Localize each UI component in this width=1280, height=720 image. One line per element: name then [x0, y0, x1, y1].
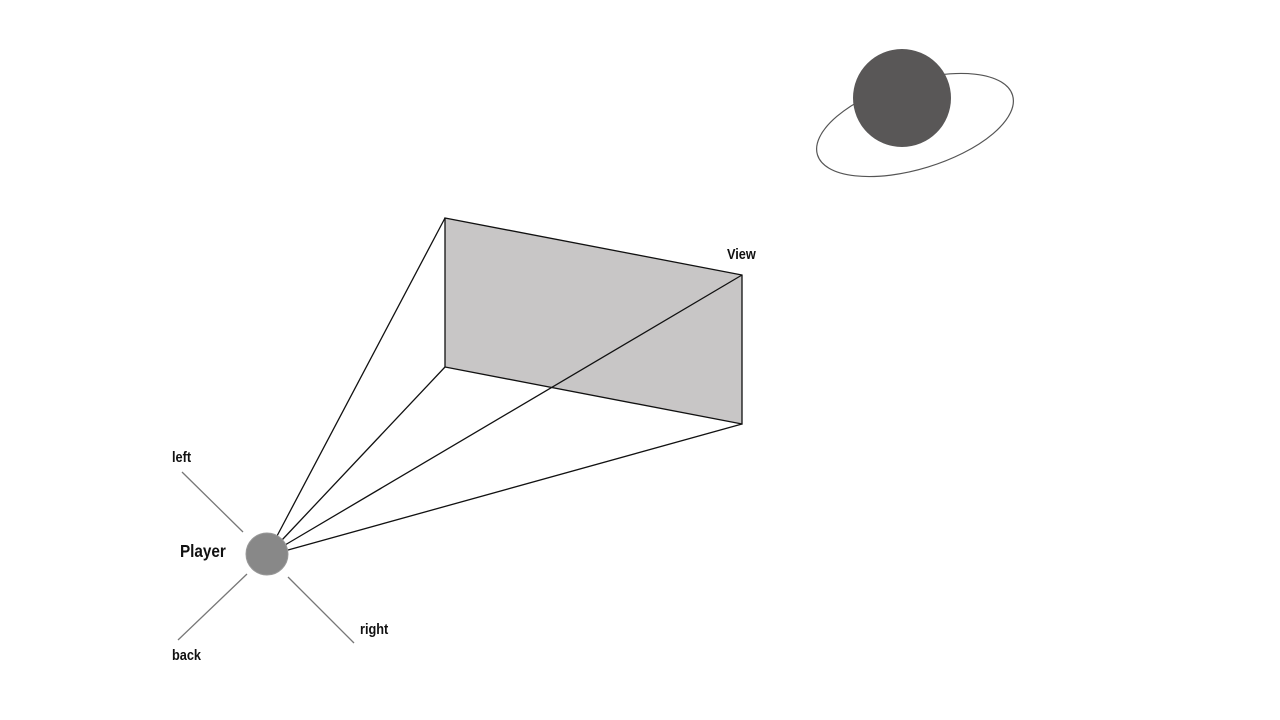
frustum-line-top-left — [276, 217, 446, 537]
label-player: Player — [180, 541, 226, 561]
view-plane — [444, 217, 743, 425]
frustum-line-top-right — [284, 274, 743, 546]
label-back: back — [172, 646, 201, 663]
planet-body — [853, 49, 951, 147]
planet-icon — [816, 49, 1014, 178]
frustum-lines — [276, 217, 743, 551]
direction-line-back — [177, 573, 248, 641]
label-view: View — [727, 245, 756, 262]
direction-line-right — [287, 576, 355, 644]
label-right: right — [360, 620, 389, 637]
frustum-line-bottom-left — [281, 366, 446, 541]
direction-line-left — [181, 471, 244, 533]
player-circle — [245, 532, 289, 576]
frustum-line-bottom-right — [287, 423, 743, 551]
label-left: left — [172, 448, 191, 465]
